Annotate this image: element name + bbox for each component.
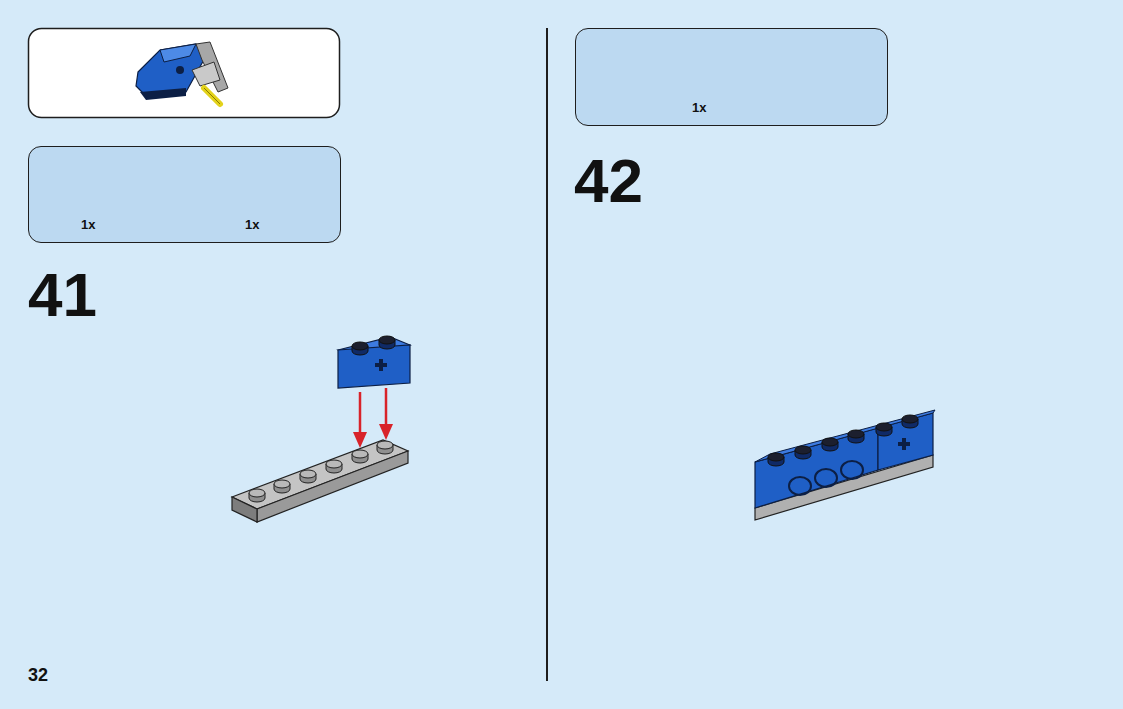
- step-number: 41: [28, 264, 97, 326]
- divider: [546, 28, 548, 681]
- plate-1x6: [232, 440, 408, 522]
- brick-1x2: [338, 336, 410, 388]
- quantity-label: 1x: [245, 217, 259, 232]
- page-number: 32: [28, 666, 48, 684]
- placement-arrow: [353, 388, 393, 448]
- parts-panel: 1x: [575, 28, 888, 126]
- submodel-illustration: [136, 42, 228, 104]
- step-number: 42: [574, 150, 643, 212]
- quantity-label: 1x: [81, 217, 95, 232]
- parts-panel: 1x 1x: [28, 146, 341, 243]
- quantity-label: 1x: [692, 100, 706, 115]
- step-42-assembly: [755, 410, 935, 520]
- submodel-panel: [29, 29, 340, 118]
